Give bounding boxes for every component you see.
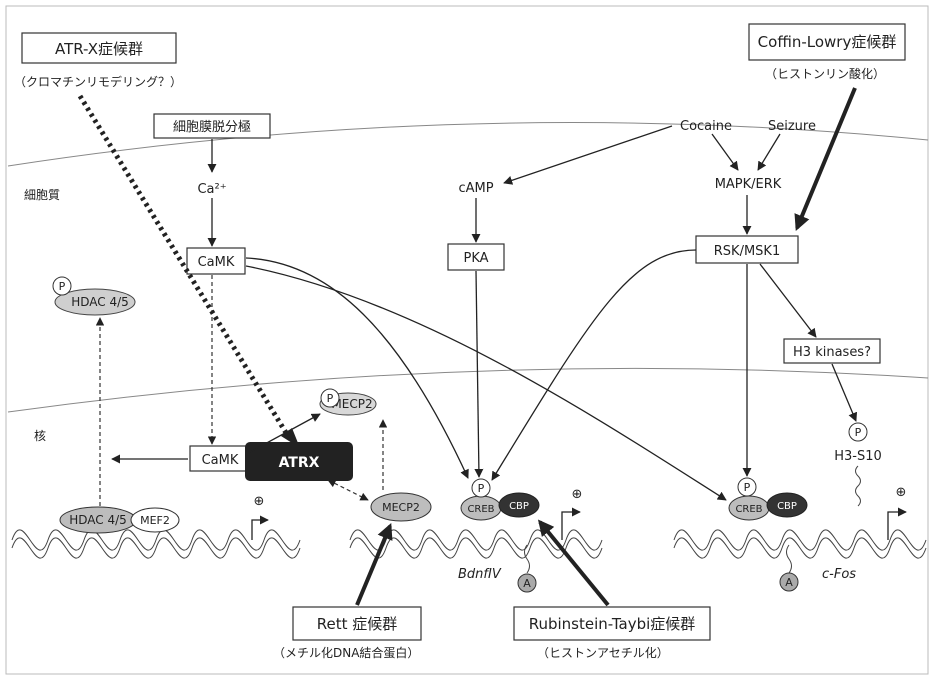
- atrx-syndrome-title: ATR-X症候群: [55, 40, 143, 58]
- rett-box: Rett 症候群: [293, 607, 421, 640]
- camp-label: cAMP: [458, 181, 493, 196]
- cbp2-label: CBP: [777, 501, 797, 512]
- coffin-lowry-subtitle: （ヒストンリン酸化）: [765, 66, 885, 81]
- hdac-dna-label: HDAC 4/5: [69, 513, 127, 527]
- depolarization-label: 細胞膜脱分極: [173, 119, 251, 135]
- camk-cyto-label: CaMK: [198, 255, 235, 270]
- seizure-label: Seizure: [768, 119, 816, 134]
- svg-text:⊕: ⊕: [572, 487, 583, 502]
- cbp1-label: CBP: [509, 501, 529, 512]
- h3s10-label: H3-S10: [834, 449, 882, 464]
- rubinstein-taybi-title: Rubinstein-Taybi症候群: [529, 615, 696, 633]
- creb1-p-text: P: [478, 482, 485, 495]
- acetyl-text-2: A: [785, 576, 793, 589]
- atrx-syndrome-box: ATR-X症候群: [22, 33, 176, 63]
- acetyl-text-1: A: [523, 577, 531, 590]
- camk-nuc-label: CaMK: [202, 453, 239, 468]
- rett-title: Rett 症候群: [317, 615, 398, 633]
- creb2-label: CREB: [735, 504, 762, 515]
- creb2-p-text: P: [744, 481, 751, 494]
- edge-rsk-h3kinases: [760, 264, 816, 337]
- chromatin-left: [12, 530, 300, 558]
- h3-kinases-label: H3 kinases?: [793, 345, 871, 360]
- edge-rsk-creb1: [492, 250, 696, 480]
- acetyl-tail-1: [525, 545, 530, 573]
- rubinstein-taybi-box: Rubinstein-Taybi症候群: [514, 607, 710, 640]
- coffin-lowry-box: Coffin-Lowry症候群: [749, 24, 905, 60]
- mapk-erk-label: MAPK/ERK: [715, 177, 782, 192]
- edge-seizure-mapk: [758, 134, 780, 170]
- atrx-syndrome-pointer: [80, 96, 288, 436]
- creb1-label: CREB: [467, 504, 494, 515]
- rubinstein-taybi-subtitle: （ヒストンアセチル化）: [537, 646, 669, 660]
- edge-h3kinases-h3s10: [832, 364, 856, 421]
- coffin-lowry-title: Coffin-Lowry症候群: [758, 33, 897, 51]
- tss-middle: ⊕: [562, 487, 582, 540]
- edge-cocaine-mapk: [712, 134, 738, 170]
- pka-label: PKA: [463, 251, 488, 266]
- tss-left: ⊕: [252, 494, 268, 540]
- hdac-phospho-label: HDAC 4/5: [71, 295, 129, 309]
- svg-text:⊕: ⊕: [896, 485, 907, 500]
- coffin-lowry-pointer: [797, 88, 855, 228]
- rett-subtitle: （メチル化DNA結合蛋白）: [273, 645, 419, 660]
- mecp2-p-text: P: [327, 392, 334, 405]
- atrx-label: ATRX: [279, 455, 320, 471]
- edge-atrx-mecp2: [328, 480, 368, 500]
- svg-text:⊕: ⊕: [254, 494, 265, 509]
- cocaine-label: Cocaine: [680, 119, 732, 134]
- nucleus-label: 核: [34, 429, 46, 443]
- h3s10-tail: [856, 466, 861, 506]
- nuclear-membrane-line: [8, 368, 928, 412]
- edge-pka-creb1: [476, 271, 479, 477]
- bdnf-gene-label: BdnfIV: [458, 567, 502, 582]
- mecp2-dna-label: MECP2: [382, 501, 420, 514]
- rubinstein-taybi-pointer: [540, 522, 608, 605]
- tss-right: ⊕: [888, 485, 906, 540]
- rsk-msk1-label: RSK/MSK1: [714, 244, 780, 259]
- atrx-syndrome-subtitle: （クロマチンリモデリング？）: [14, 74, 182, 89]
- h3s10-p-text: P: [855, 426, 862, 439]
- acetyl-tail-2: [787, 545, 792, 573]
- cytoplasm-label: 細胞質: [24, 187, 60, 202]
- calcium-label: Ca²⁺: [197, 182, 226, 197]
- cfos-gene-label: c-Fos: [822, 567, 856, 582]
- hdac-phospho-p-text: P: [59, 280, 66, 293]
- mef2-label: MEF2: [140, 514, 170, 527]
- rett-pointer: [357, 526, 390, 605]
- edge-cocaine-camp: [504, 126, 672, 183]
